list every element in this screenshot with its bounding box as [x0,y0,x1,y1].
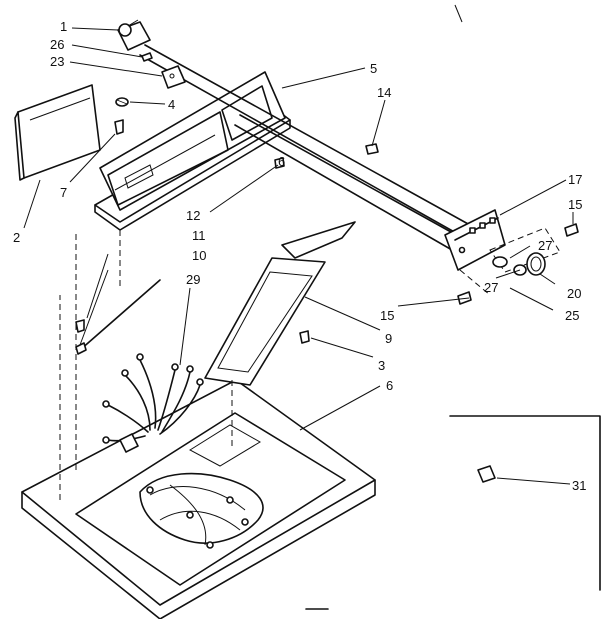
callout-23: 23 [50,54,64,69]
callout-6: 6 [386,378,393,393]
callout-labels: 1 26 23 4 7 2 5 14 6 12 11 10 29 17 15 2… [13,19,586,493]
callout-31: 31 [572,478,586,493]
callout-15-left: 15 [380,308,394,323]
callout-12: 12 [186,208,200,223]
top-panel [21,230,376,619]
inset-box [449,415,601,591]
rear-rail [139,44,471,251]
leader-lines [23,27,574,485]
corner-tick [454,4,463,23]
control-panel [444,209,506,271]
wiring-harness-on-top [139,472,264,549]
callout-27-upper: 27 [538,238,552,253]
callout-20: 20 [567,286,581,301]
clip-15-left [457,291,472,305]
callout-15-right: 15 [568,197,582,212]
callout-6-top: 6 [278,154,285,169]
callout-3: 3 [378,358,385,373]
callout-29: 29 [186,272,200,287]
clip-15-right [564,223,579,237]
callout-9: 9 [385,331,392,346]
switch-assembly [117,19,151,51]
callout-4: 4 [168,97,175,112]
end-panel [14,84,101,181]
callout-2: 2 [13,230,20,245]
screw-3 [299,330,310,344]
callout-17: 17 [568,172,582,187]
screw-11 [75,319,85,333]
screw-7 [114,119,124,135]
clip-4 [115,97,129,107]
lint-chute [204,221,356,450]
callout-25: 25 [565,308,579,323]
callout-26: 26 [50,37,64,52]
wire-10 [75,279,161,355]
callout-7: 7 [60,185,67,200]
callout-1: 1 [60,19,67,34]
screw-26 [141,52,153,62]
bracket [161,65,186,89]
callout-10: 10 [192,248,206,263]
wire-bundle [102,353,204,453]
callout-14: 14 [377,85,391,100]
callout-5: 5 [370,61,377,76]
callout-11: 11 [192,228,206,243]
callout-27-lower: 27 [484,280,498,295]
